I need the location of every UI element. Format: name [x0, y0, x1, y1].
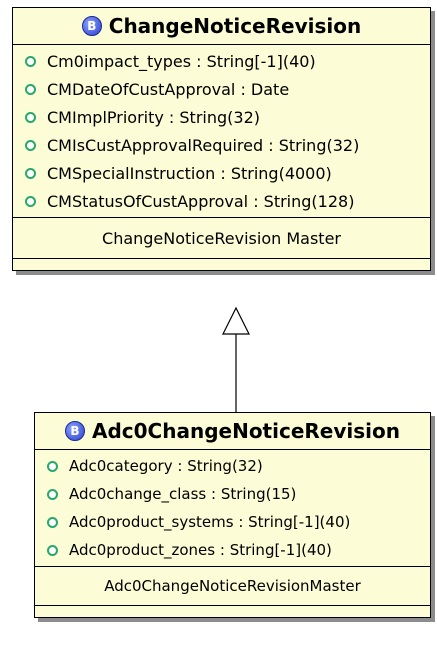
attribute-icon [25, 55, 36, 67]
class-section-master[interactable]: ChangeNoticeRevision Master [13, 218, 430, 259]
class-box-adc0-change-notice-revision[interactable]: B Adc0ChangeNoticeRevision Adc0category … [34, 412, 431, 618]
attribute-icon [25, 167, 36, 179]
class-header[interactable]: B Adc0ChangeNoticeRevision [35, 413, 430, 450]
attribute-row[interactable]: CMStatusOfCustApproval : String(128) [13, 187, 430, 215]
attribute-row[interactable]: CMSpecialInstruction : String(4000) [13, 159, 430, 187]
attribute-icon [25, 83, 36, 95]
attribute-icon [25, 111, 36, 123]
attribute-icon [25, 195, 36, 207]
attribute-row[interactable]: Cm0impact_types : String[-1](40) [13, 47, 430, 75]
attribute-label: CMDateOfCustApproval : Date [47, 79, 290, 99]
class-section-master[interactable]: Adc0ChangeNoticeRevisionMaster [35, 567, 430, 606]
attribute-label: CMIsCustApprovalRequired : String(32) [47, 135, 360, 155]
attribute-row[interactable]: CMDateOfCustApproval : Date [13, 75, 430, 103]
attribute-label: CMStatusOfCustApproval : String(128) [47, 191, 355, 211]
attribute-label: Adc0product_zones : String[-1](40) [69, 541, 332, 559]
attribute-label: Adc0change_class : String(15) [69, 485, 297, 503]
attribute-label: Adc0product_systems : String[-1](40) [69, 513, 351, 531]
attribute-icon [47, 460, 58, 472]
section-label: ChangeNoticeRevision Master [102, 228, 341, 248]
attribute-label: Cm0impact_types : String[-1](40) [47, 51, 316, 71]
attribute-row[interactable]: Adc0product_systems : String[-1](40) [35, 508, 430, 536]
attribute-compartment: Adc0category : String(32) Adc0change_cla… [35, 450, 430, 567]
inheritance-arrowhead [222, 306, 250, 335]
class-icon: B [81, 16, 102, 36]
attribute-label: CMSpecialInstruction : String(4000) [47, 163, 332, 183]
attribute-icon [47, 516, 58, 528]
class-header[interactable]: B ChangeNoticeRevision [13, 8, 430, 45]
attribute-row[interactable]: Adc0change_class : String(15) [35, 480, 430, 508]
attribute-row[interactable]: Adc0product_zones : String[-1](40) [35, 536, 430, 564]
attribute-compartment: Cm0impact_types : String[-1](40) CMDateO… [13, 45, 430, 218]
attribute-icon [47, 488, 58, 500]
class-box-change-notice-revision[interactable]: B ChangeNoticeRevision Cm0impact_types :… [12, 7, 431, 271]
attribute-label: Adc0category : String(32) [69, 457, 263, 475]
attribute-row[interactable]: CMImplPriority : String(32) [13, 103, 430, 131]
attribute-icon [47, 544, 58, 556]
class-name: Adc0ChangeNoticeRevision [91, 419, 400, 443]
class-icon: B [64, 421, 85, 441]
attribute-row[interactable]: CMIsCustApprovalRequired : String(32) [13, 131, 430, 159]
operations-compartment [13, 259, 430, 270]
operations-compartment [35, 606, 430, 617]
class-name: ChangeNoticeRevision [108, 14, 362, 38]
attribute-label: CMImplPriority : String(32) [47, 107, 260, 127]
section-label: Adc0ChangeNoticeRevisionMaster [104, 577, 361, 595]
attribute-row[interactable]: Adc0category : String(32) [35, 452, 430, 480]
attribute-icon [25, 139, 36, 151]
